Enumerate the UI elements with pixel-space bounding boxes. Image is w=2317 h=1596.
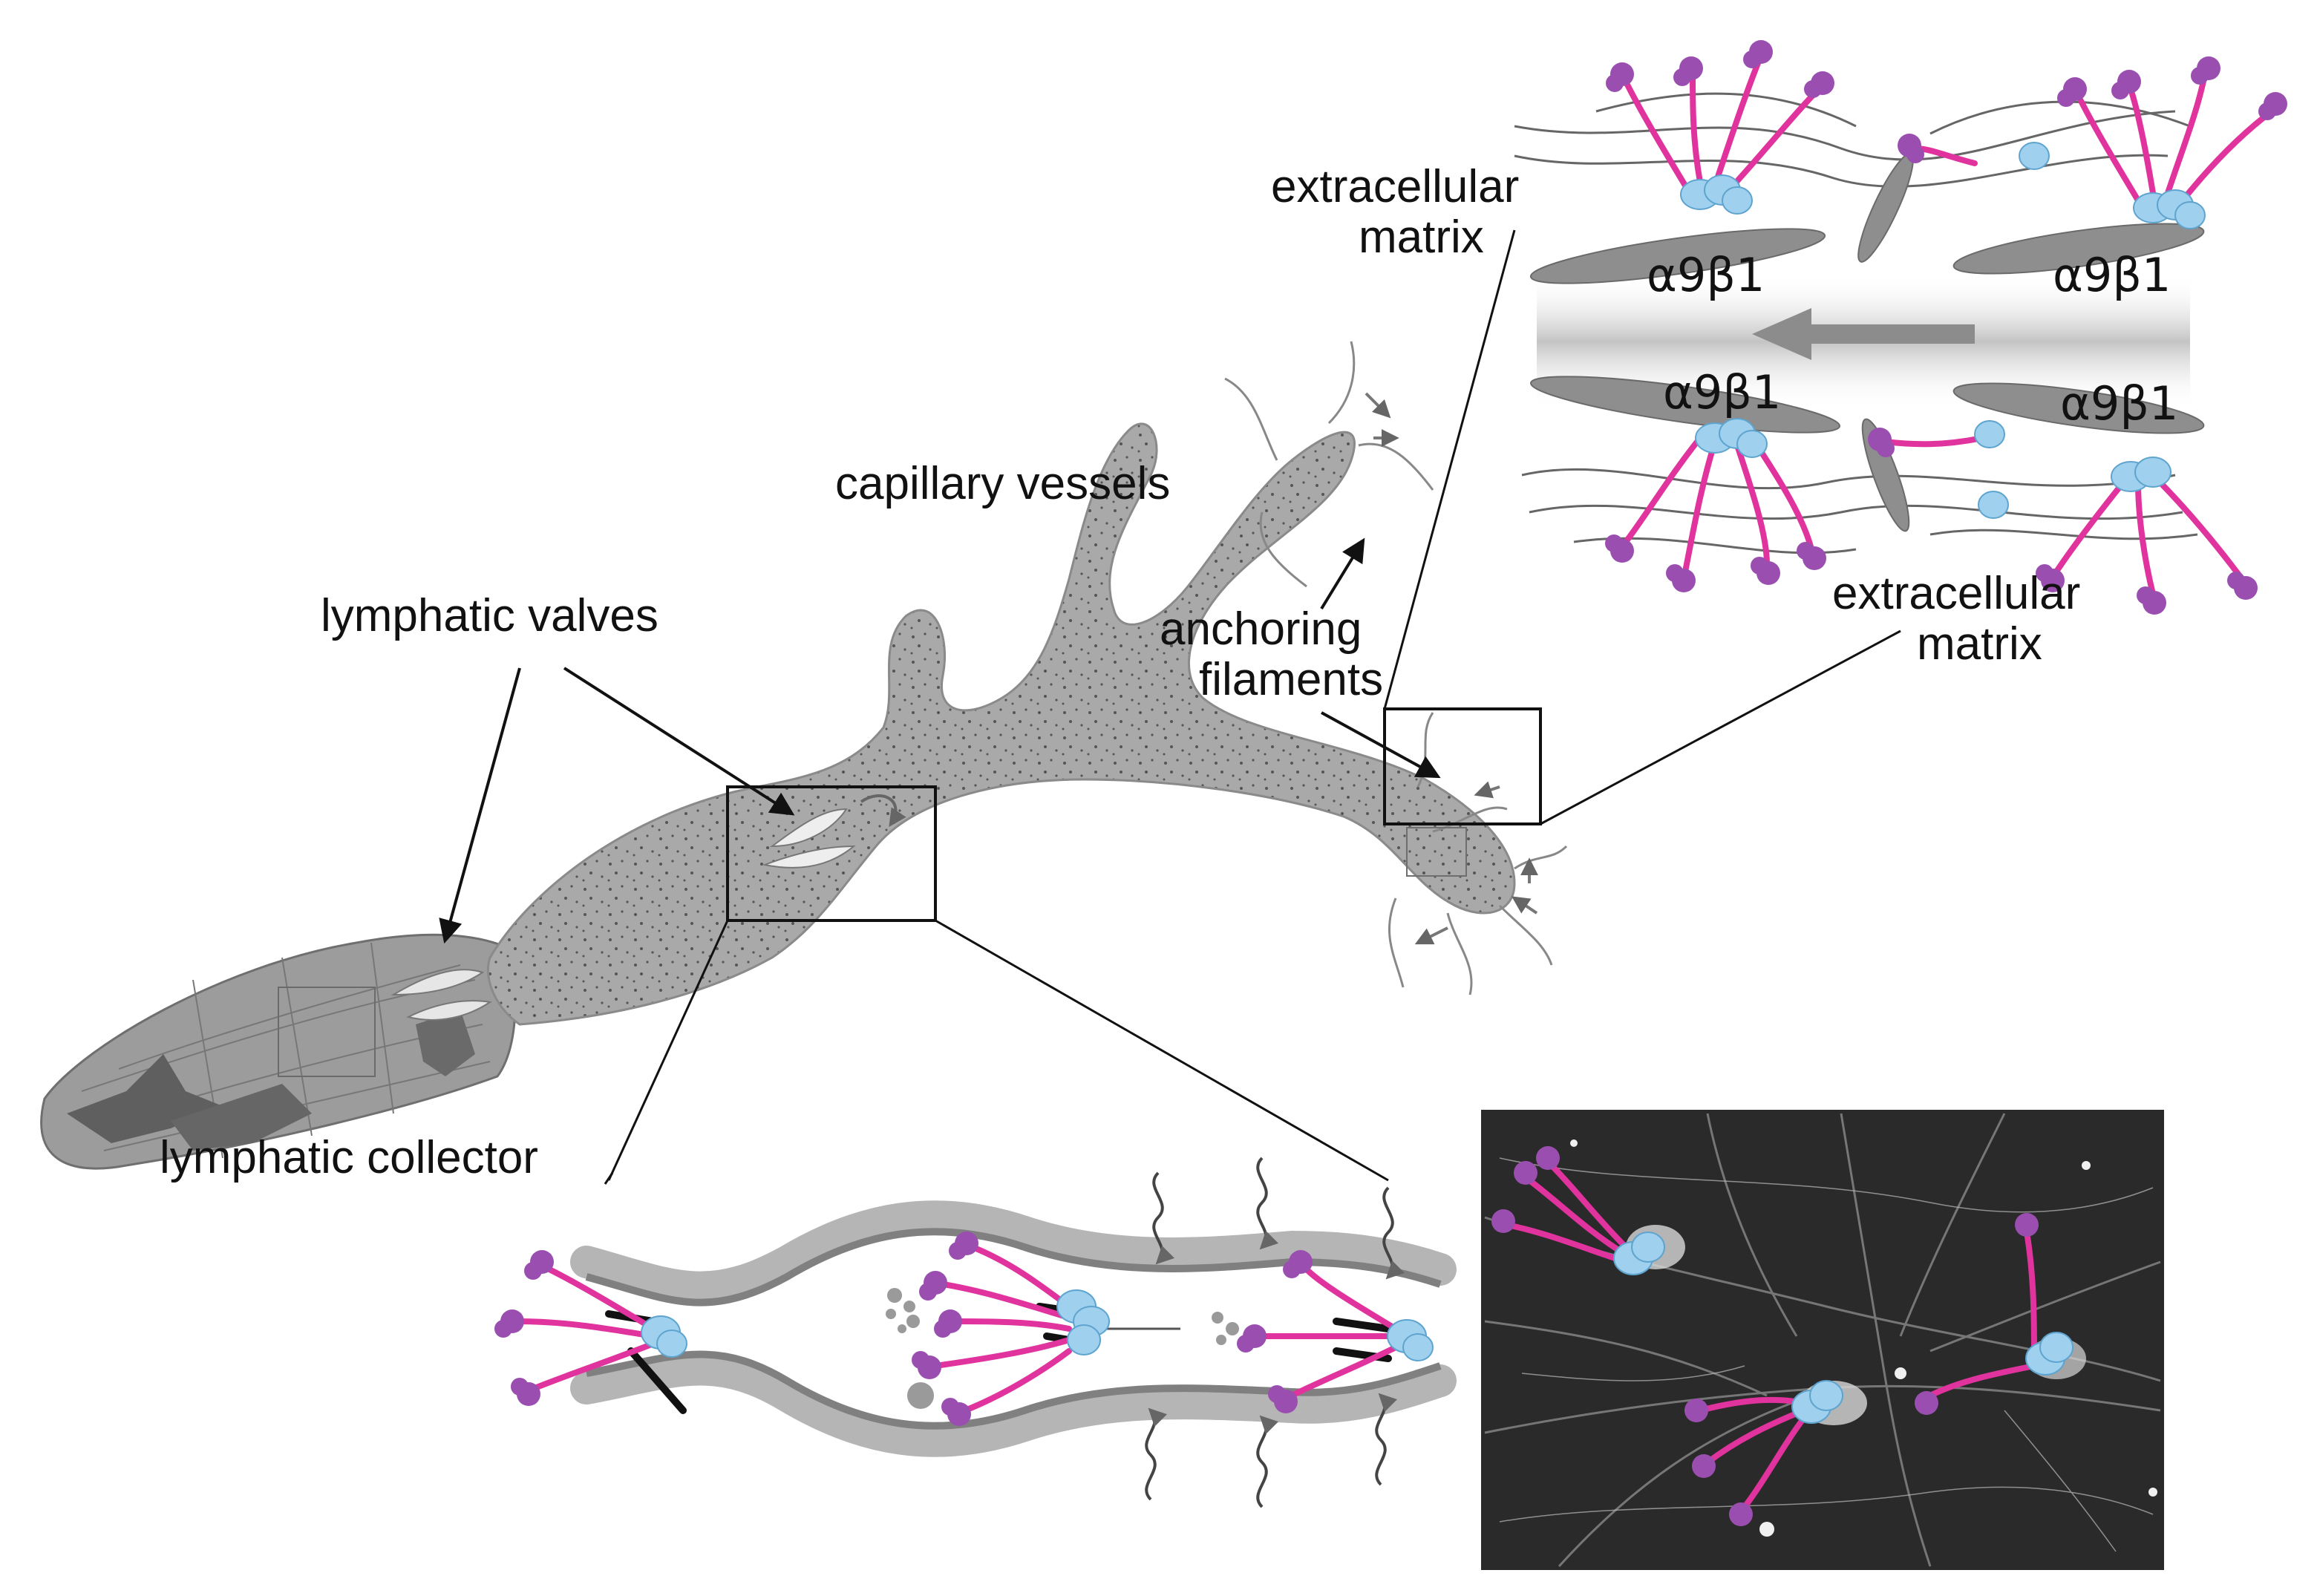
micrograph-image (1481, 1110, 2164, 1570)
label-arrows (439, 537, 1441, 944)
label-integrin-3: α9β1 (1663, 365, 1781, 419)
label-lymphatic-valves: lymphatic valves (321, 590, 659, 641)
label-capillary-vessels: capillary vessels (835, 458, 1170, 509)
label-anchoring-line1: anchoring (1160, 604, 1362, 655)
collector-valve-inset (494, 1157, 1457, 1508)
capillary-vessel-body (486, 422, 1516, 1026)
lymphatic-vessel-tree (40, 341, 1568, 1170)
label-anchoring-line2: filaments (1199, 654, 1383, 705)
callout-box-capillary (1383, 229, 1901, 825)
label-ecm-top-line1: extracellular (1271, 161, 1519, 212)
label-integrin-2: α9β1 (2053, 248, 2171, 302)
label-ecm-bottom-line2: matrix (1917, 618, 2042, 670)
label-integrin-4: α9β1 (2060, 376, 2178, 431)
label-ecm-bottom-line1: extracellular (1832, 568, 2080, 619)
label-integrin-1: α9β1 (1647, 248, 1765, 302)
label-ecm-top-line2: matrix (1359, 212, 1484, 263)
capillary-junction-inset (1514, 40, 2287, 615)
callout-box-valve (607, 785, 1389, 1182)
label-lymphatic-collector: lymphatic collector (160, 1132, 538, 1183)
